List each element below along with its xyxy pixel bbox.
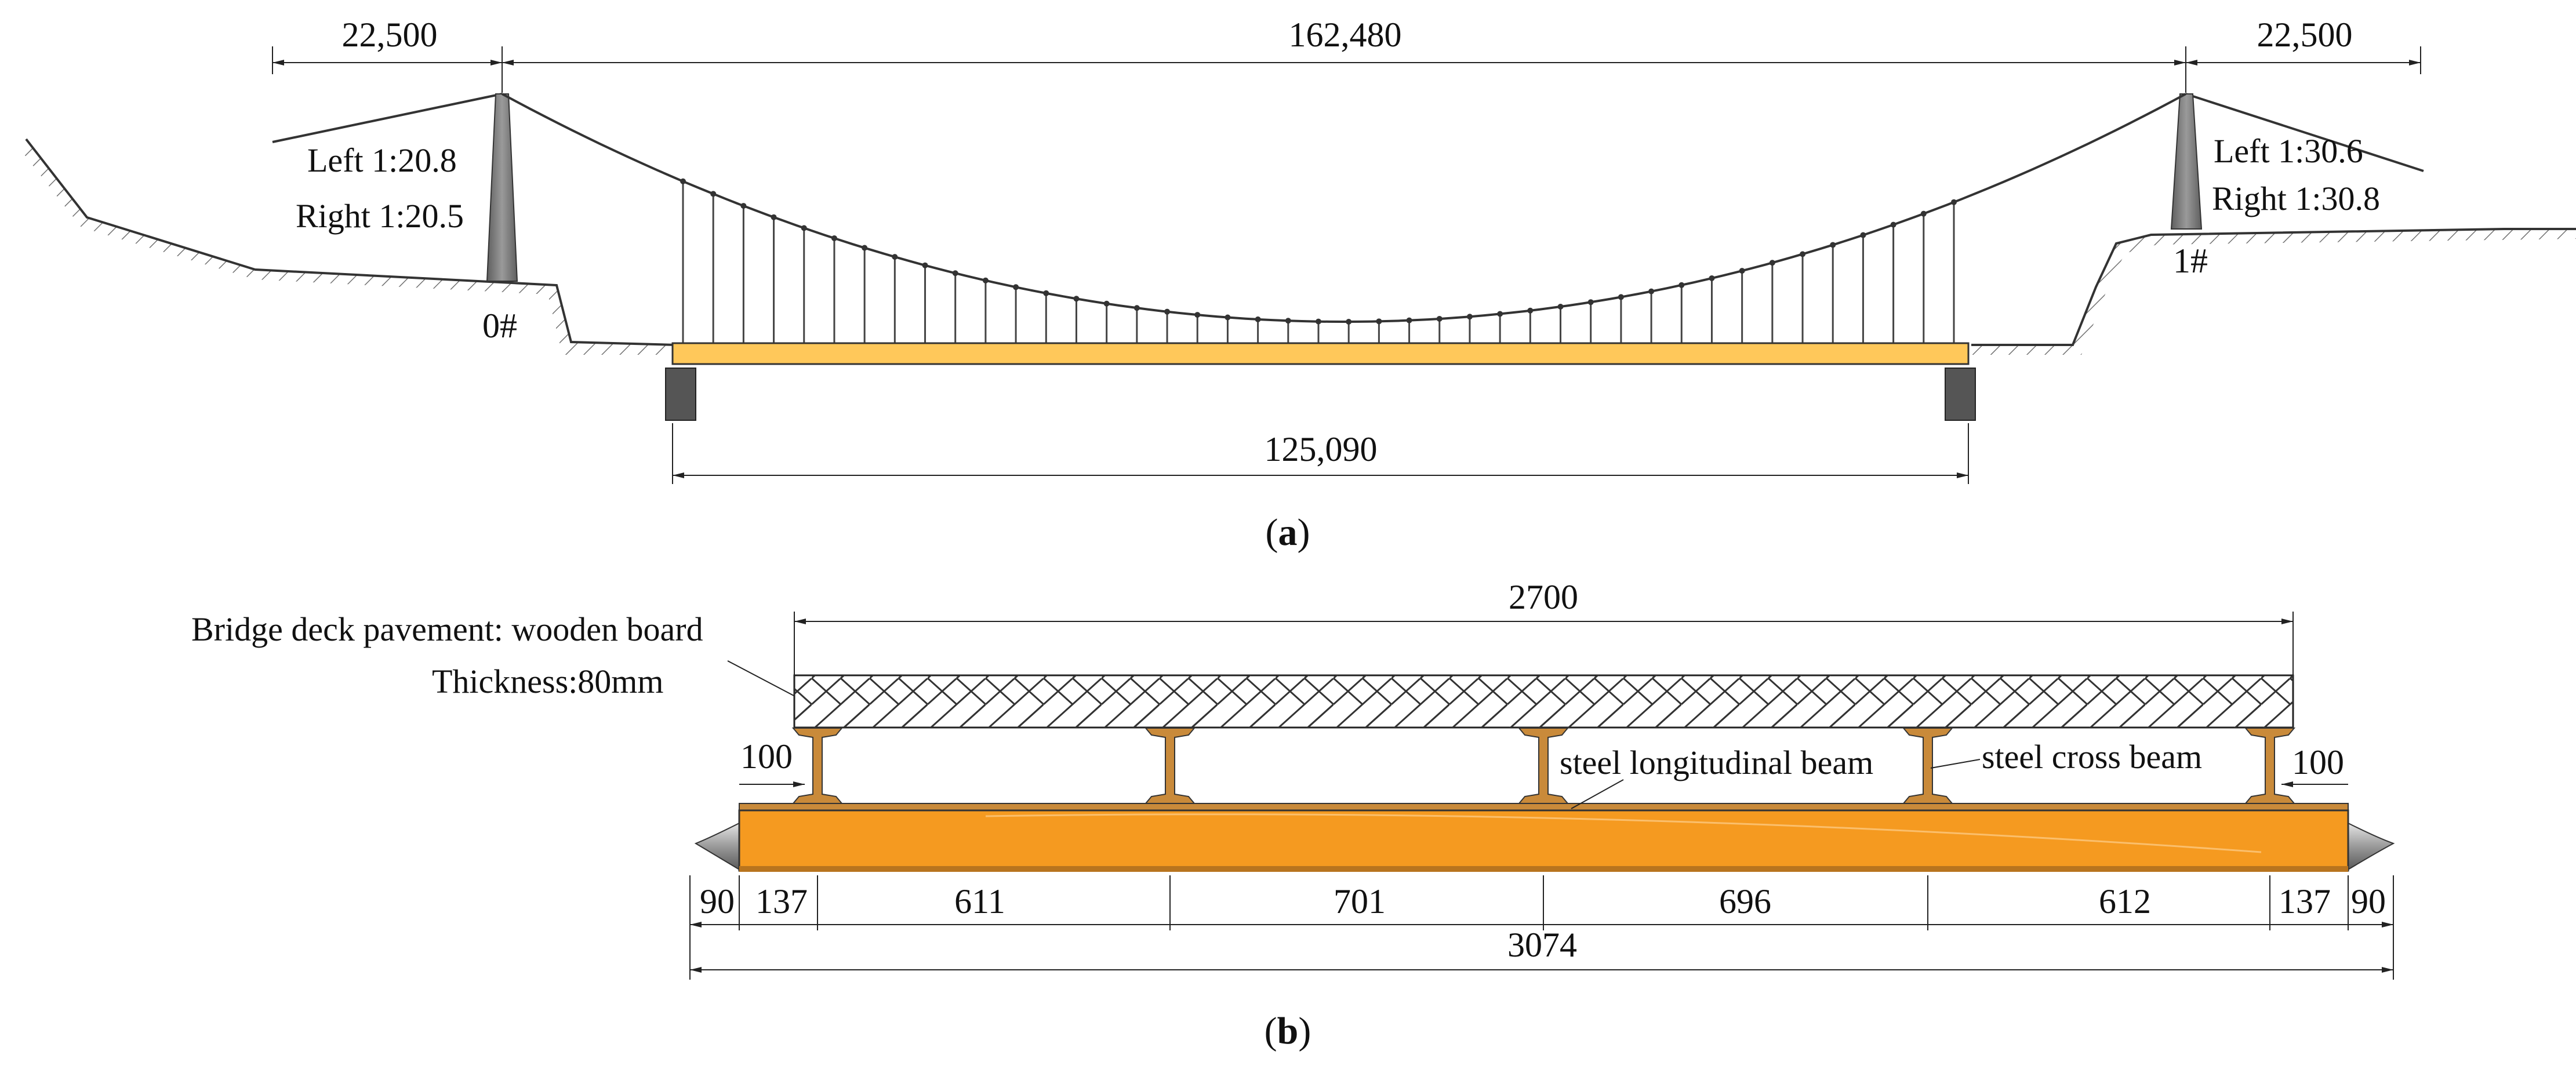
segment-dim-2: 137 [755,882,808,921]
dim-left-span: 22,500 [342,16,438,54]
terrain-left-hatch [20,139,675,355]
segment-dim-6: 612 [2099,882,2151,921]
segment-dim-1: 90 [700,882,735,921]
longitudinal-beam-leader [1571,779,1624,809]
beam-nose-left [694,822,740,871]
beam-bottom-band [739,866,2348,872]
segment-dimensions: 90 137 611 701 696 612 137 90 [689,875,2394,930]
tower-0-label: 0# [482,307,517,345]
left-backstay [272,93,503,143]
terrain-right [1971,228,2576,346]
dim-deck: 125,090 [1265,430,1378,468]
longitudinal-beam [738,809,2349,872]
caption-b: (b) [1265,1010,1311,1052]
tower-1-slope-right: Right 1:30.8 [2212,180,2380,217]
wooden-board-texture [794,675,2293,728]
tower-0-slope-right: Right 1:20.5 [296,197,464,235]
segment-dim-7: 137 [2279,882,2331,921]
right-backstay [2185,93,2424,172]
tower-1-slope-left: Left 1:30.6 [2214,132,2363,170]
abutment-left [665,368,696,421]
terrain-right-hatch [1971,229,2576,355]
main-cable [502,93,2186,323]
pavement-label-line1: Bridge deck pavement: wooden board [191,610,703,648]
cross-beam [791,728,844,804]
cross-beam-label: steel cross beam [1982,738,2202,776]
dim-width: 2700 [1509,578,1578,616]
dim-right-edge: 100 [2292,743,2344,781]
abutment-right [1945,368,1976,421]
bridge-deck [671,342,1970,365]
caption-a: (a) [1266,511,1310,554]
panel-a-elevation: 22,500 162,480 22,500 0# 1# Left 1:20.8 … [20,16,2576,554]
dim-total: 3074 [1507,926,1577,964]
cross-beam-leader [1930,759,1981,769]
tower-1-label: 1# [2173,242,2208,280]
beam-nose-right [2348,822,2395,871]
cross-beam [1144,728,1196,804]
segment-dim-4: 701 [1334,882,1386,921]
tower-0 [486,93,518,282]
tower-1 [2170,93,2203,230]
dim-right-span: 22,500 [2257,16,2353,54]
beam-top-flange [739,803,2349,811]
hangers-group [680,178,1957,343]
segment-dim-5: 696 [1719,882,1771,921]
cross-beam [2244,728,2296,804]
pavement-label-line2: Thickness:80mm [432,663,664,700]
dim-left-edge: 100 [740,737,793,776]
panel-b-cross-section: 2700 Bridge deck pavement: wooden board … [191,578,2395,1052]
dim-main-span: 162,480 [1289,16,1402,54]
pavement-leader [727,660,805,702]
longitudinal-beam-label: steel longitudinal beam [1560,744,1873,781]
tower-0-slope-left: Left 1:20.8 [307,141,457,179]
segment-dim-3: 611 [954,882,1005,921]
segment-dim-8: 90 [2351,882,2386,921]
